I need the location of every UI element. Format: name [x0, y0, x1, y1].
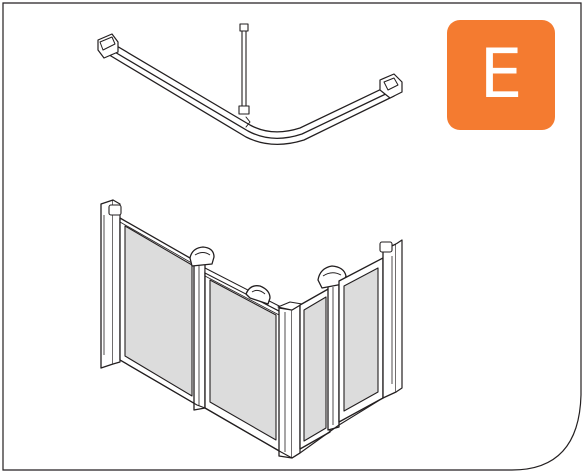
- shower-curtain-rail: [97, 23, 403, 145]
- variant-letter: E: [479, 35, 523, 114]
- corner-screen-enclosure: [100, 199, 403, 459]
- variant-badge: E: [447, 20, 555, 130]
